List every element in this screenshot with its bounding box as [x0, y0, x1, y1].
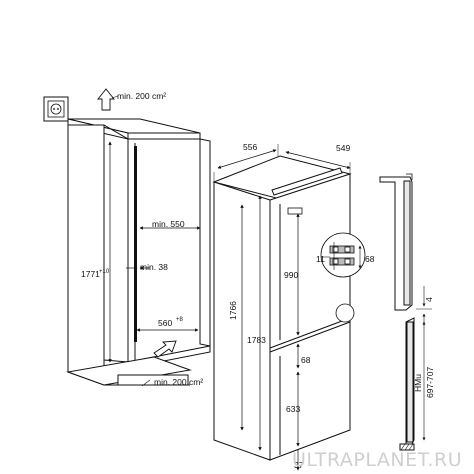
lower-detail-circle	[335, 303, 355, 323]
gap-11-label: 11	[316, 254, 325, 264]
side-gap-4-label: 4	[424, 297, 434, 302]
height-1766-label: 1766	[228, 301, 238, 320]
fridge-doors	[269, 204, 351, 455]
gap-37-label: 37	[294, 460, 304, 470]
height-990-label: 990	[284, 270, 298, 280]
door-bracket	[287, 207, 303, 215]
min-550-label: min. 550	[152, 219, 185, 229]
airflow-arrow-icon	[97, 88, 177, 358]
niche-cabinet	[66, 118, 211, 386]
side-range-label: 697-707	[425, 367, 435, 398]
power-socket-icon	[43, 96, 69, 122]
gap-68-mid-label: 68	[301, 355, 311, 365]
side-profile	[379, 176, 415, 451]
niche-height-label: 1771	[81, 269, 100, 279]
side-hmu-label: HMu	[413, 374, 423, 392]
min-38-label: min. 38	[140, 262, 168, 272]
vent-top-label: min. 200 cm²	[117, 91, 166, 101]
height-1783-label: 1783	[247, 335, 266, 345]
gap-68-top-label: 68	[365, 254, 375, 264]
watermark: ULTRAPLANET.RU	[292, 449, 462, 471]
niche-height-tolerance: +10	[99, 269, 110, 275]
height-633-label: 633	[286, 404, 300, 414]
niche-width-tolerance: +8	[176, 317, 184, 323]
depth-556-label: 556	[243, 142, 257, 152]
niche-width-label: 560	[158, 318, 172, 328]
hinge-detail	[320, 232, 366, 278]
width-549-label: 549	[336, 143, 350, 153]
vent-bottom-label: min. 200 cm²	[154, 377, 203, 387]
